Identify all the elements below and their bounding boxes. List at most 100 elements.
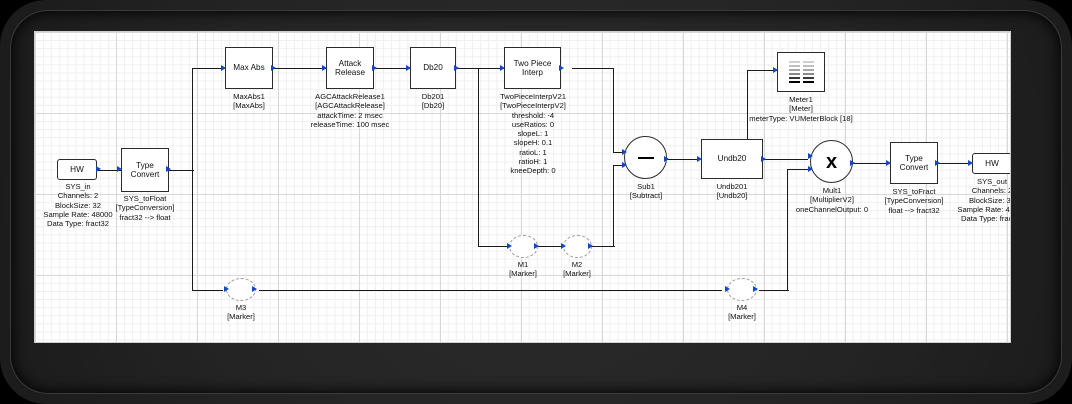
multiply-icon: x <box>825 150 838 173</box>
port-mult1-input-b[interactable] <box>808 165 813 172</box>
block-max-abs-label: Max Abs <box>233 63 265 73</box>
wire-to-meter <box>747 70 777 72</box>
caption-two-piece-interp: TwoPieceInterpV21 [TwoPieceInterpV2] thr… <box>500 92 566 175</box>
port-undb20-input[interactable] <box>697 155 702 162</box>
wire-to-maxabs <box>192 68 225 70</box>
port-m3-input[interactable] <box>224 286 229 292</box>
caption-m2: M2 [Marker] <box>563 260 591 279</box>
wire-m4-right <box>759 289 789 291</box>
wire-db20-down <box>478 68 480 247</box>
caption-mult1: Mult1 [MultiplierV2] oneChannelOutput: 0 <box>795 186 869 214</box>
wire-sub1-to-undb20 <box>667 159 700 161</box>
wire-mult1-to-typeconvert <box>853 163 890 165</box>
caption-meter1: Meter1 [Meter] meterType: VUMeterBlock [… <box>749 95 853 123</box>
caption-sys-in: SYS_in Channels: 2 BlockSize: 32 Sample … <box>43 182 113 228</box>
wire-attack-to-db20 <box>371 68 410 70</box>
port-undb20-output[interactable] <box>761 155 766 162</box>
port-mult1-input-a[interactable] <box>808 152 813 159</box>
block-undb20[interactable]: Undb20 <box>701 139 763 179</box>
caption-db20: Db201 [Db20] <box>421 92 445 111</box>
port-type-convert-in-output[interactable] <box>166 166 171 172</box>
block-type-convert-out[interactable]: Type Convert <box>890 142 938 184</box>
block-sys-in-label: HW <box>70 165 84 174</box>
wire-undb20-out <box>763 159 808 161</box>
block-sys-in[interactable]: HW <box>57 159 97 180</box>
caption-type-convert-in: SYS_toFloat [TypeConversion] fract32 -->… <box>115 194 175 222</box>
block-attack-release[interactable]: Attack Release <box>326 47 374 89</box>
port-m4-input[interactable] <box>725 286 730 292</box>
caption-attack-release: AGCAttackRelease1 [AGCAttackRelease] att… <box>310 92 390 129</box>
caption-sys-out: SYS_out Channels: 2 BlockSize: 32 Sample… <box>957 177 1010 223</box>
block-sys-out-label: HW <box>985 159 999 168</box>
block-undb20-label: Undb20 <box>717 154 747 164</box>
block-db20-label: Db20 <box>423 63 443 73</box>
block-sub1[interactable] <box>624 136 667 179</box>
block-db20[interactable]: Db20 <box>410 47 456 89</box>
port-m3-output[interactable] <box>252 286 257 292</box>
wire-twopiece-down <box>613 68 615 153</box>
block-two-piece-interp[interactable]: Two Piece Interp <box>504 47 561 89</box>
port-sys-in-out[interactable] <box>96 166 101 172</box>
block-meter1[interactable] <box>777 52 825 92</box>
block-type-convert-out-label: Type Convert <box>899 153 929 172</box>
block-max-abs[interactable]: Max Abs <box>225 47 273 89</box>
caption-sub1: Sub1 [Subtract] <box>629 182 663 201</box>
wire-maxabs-to-attack <box>274 68 326 70</box>
port-sub1-input-a[interactable] <box>622 149 627 155</box>
wire-sysin-to-typeconvert <box>92 169 121 171</box>
port-attack-release-output[interactable] <box>372 64 377 71</box>
port-db20-output[interactable] <box>454 64 459 71</box>
wire-twopiece-out <box>572 68 614 70</box>
port-db20-input[interactable] <box>406 64 411 71</box>
port-type-convert-in-input[interactable] <box>117 166 122 172</box>
wire-db20-to-twopiece <box>456 68 504 70</box>
wire-m4-to-mult1 <box>787 169 808 171</box>
block-two-piece-interp-label: Two Piece Interp <box>513 58 552 77</box>
port-max-abs-output[interactable] <box>271 64 276 71</box>
port-type-convert-out-input[interactable] <box>886 159 891 166</box>
caption-m4: M4 [Marker] <box>728 303 756 322</box>
port-m1-input[interactable] <box>507 242 512 249</box>
minus-icon <box>637 156 654 159</box>
wire-typeconvert-out <box>168 169 194 171</box>
caption-type-convert-out: SYS_toFract [TypeConversion] float --> f… <box>884 187 944 215</box>
block-attack-release-label: Attack Release <box>334 58 366 77</box>
port-mult1-output[interactable] <box>850 159 855 166</box>
port-m1-output[interactable] <box>534 242 539 249</box>
port-type-convert-out-output[interactable] <box>935 159 940 166</box>
caption-max-abs: MaxAbs1 [MaxAbs] <box>233 92 265 111</box>
caption-m3: M3 [Marker] <box>227 303 255 322</box>
wire-m1-to-m2 <box>538 246 563 248</box>
wire-typeconvert-up <box>192 68 194 170</box>
wire-twopiece-to-sub1 <box>613 152 622 154</box>
port-m2-input[interactable] <box>561 242 566 249</box>
wire-m3-to-m4 <box>259 289 722 291</box>
port-two-piece-interp-input[interactable] <box>500 64 505 71</box>
wire-m2-up <box>613 165 615 247</box>
wire-db20-to-m1 <box>478 246 509 248</box>
block-mult1[interactable]: x <box>810 140 853 183</box>
port-m4-output[interactable] <box>753 286 758 292</box>
wire-m4-up <box>787 169 789 290</box>
port-max-abs-input[interactable] <box>221 64 226 71</box>
port-sys-out-input[interactable] <box>968 159 973 166</box>
wire-typeconvert-to-sysout <box>936 163 971 165</box>
block-type-convert-in[interactable]: Type Convert <box>121 148 169 192</box>
port-sub1-output[interactable] <box>664 155 669 162</box>
block-sys-out[interactable]: HW <box>972 153 1010 174</box>
port-meter1-input[interactable] <box>773 66 778 73</box>
wire-undb20-up <box>747 70 749 160</box>
caption-m1: M1 [Marker] <box>509 260 537 279</box>
port-two-piece-interp-output[interactable] <box>559 64 564 71</box>
wire-m2-right <box>592 246 615 248</box>
wire-to-m3 <box>192 289 223 291</box>
wire-typeconvert-down <box>192 169 194 291</box>
port-sub1-input-b[interactable] <box>622 162 627 168</box>
port-m2-output[interactable] <box>588 242 593 249</box>
port-attack-release-input[interactable] <box>322 64 327 71</box>
block-type-convert-in-label: Type Convert <box>130 160 160 179</box>
diagram-canvas[interactable]: HW SYS_in Channels: 2 BlockSize: 32 Samp… <box>35 32 1010 342</box>
vu-meter-icon <box>788 60 814 84</box>
caption-undb20: Undb201 [Undb20] <box>716 182 748 201</box>
